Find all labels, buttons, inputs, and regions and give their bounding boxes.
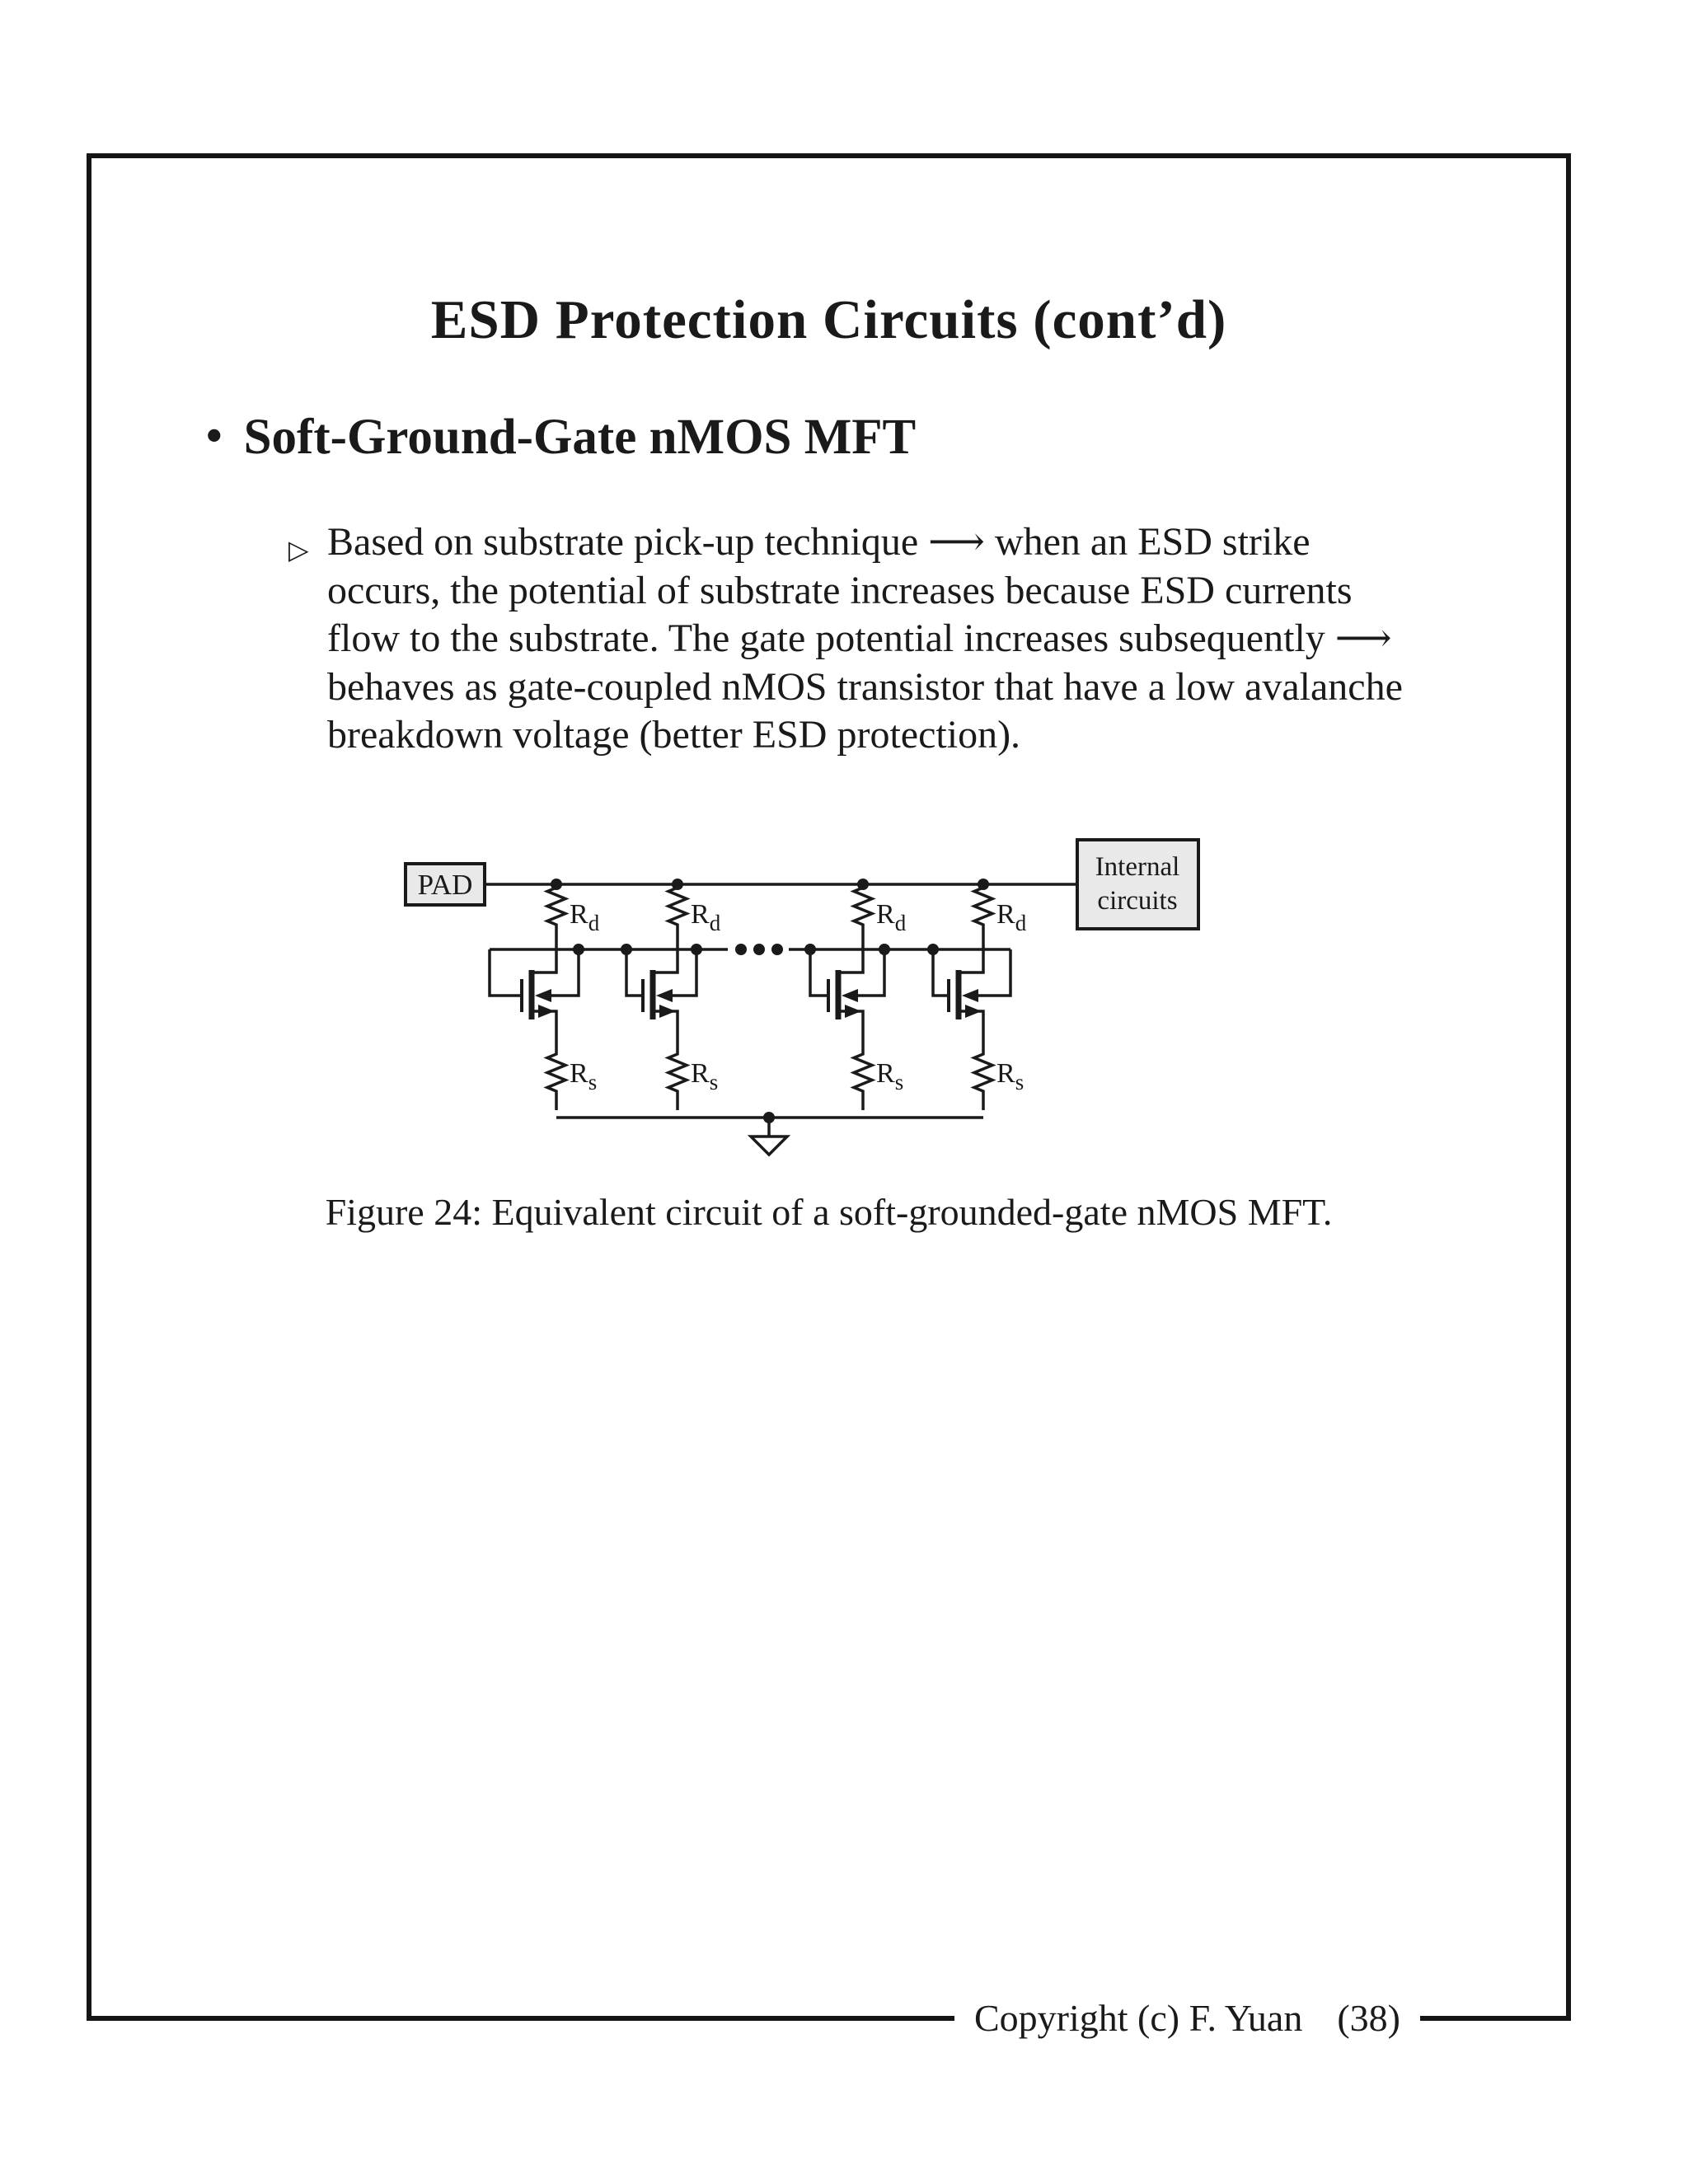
ellipsis-dots: [735, 944, 783, 955]
bullet-heading: • Soft-Ground-Gate nMOS MFT: [206, 409, 916, 466]
paragraph-line: breakdown voltage (better ESD protection…: [327, 713, 1021, 757]
drain-wire: [839, 932, 865, 974]
gate-wire: [931, 949, 947, 997]
drain-wire: [654, 932, 679, 974]
rs-resistor-3: [850, 1051, 876, 1110]
figure-caption: Figure 24: Equivalent circuit of a soft-…: [325, 1191, 1333, 1233]
source-wire: [654, 1010, 679, 1051]
paragraph-line: occurs, the potential of substrate incre…: [327, 568, 1353, 612]
bulk-wire: [551, 949, 580, 997]
pad-label: PAD: [418, 869, 473, 901]
junction-dot: [879, 944, 890, 955]
rd-resistor-3: [850, 884, 876, 932]
rd-resistor-2: [664, 884, 691, 932]
junction-dot: [978, 879, 989, 890]
junction-dots: [551, 879, 989, 1123]
page-number: (38): [1337, 1997, 1400, 2039]
sub-bullet-triangle-marker: ▷: [288, 535, 309, 565]
source-wire: [839, 1010, 865, 1051]
ground-symbol: [747, 1118, 791, 1157]
gate-wire: [625, 949, 641, 997]
source-wire: [959, 1010, 985, 1051]
body-paragraph: Based on substrate pick-up technique ⟶ w…: [327, 518, 1403, 760]
paragraph-line: flow to the substrate. The gate potentia…: [327, 616, 1392, 661]
rs-label-4: Rs: [996, 1058, 1024, 1094]
junction-dot: [857, 879, 869, 890]
junction-dot: [804, 944, 816, 955]
rd-resistor-4: [970, 884, 996, 932]
bulk-wire: [673, 949, 698, 997]
drain-wire: [532, 932, 558, 974]
ellipsis-dot: [753, 944, 765, 955]
bulk-arrow: [656, 989, 673, 1002]
nmos-transistor-2: [625, 932, 698, 1051]
bulk-arrow: [842, 989, 858, 1002]
bulk-arrow: [535, 989, 551, 1002]
rs-label-1: Rs: [570, 1058, 597, 1094]
ellipsis-dot: [771, 944, 783, 955]
bullet-marker: •: [206, 410, 223, 462]
junction-dot: [551, 879, 562, 890]
rs-resistor-2: [664, 1051, 691, 1110]
bullet-heading-label: Soft-Ground-Gate nMOS MFT: [243, 410, 917, 465]
nmos-transistor-3: [809, 932, 886, 1051]
rs-resistors: Rs Rs Rs Rs: [543, 1051, 1024, 1110]
ellipsis-dot: [735, 944, 747, 955]
junction-dot: [691, 944, 702, 955]
bulk-arrow: [962, 989, 978, 1002]
slide-title: ESD Protection Circuits (cont’d): [430, 289, 1227, 350]
nmos-transistor-4: [931, 932, 1012, 1051]
rd-label-3: Rd: [876, 899, 907, 935]
internal-circuits-label-line2: circuits: [1097, 886, 1177, 916]
junction-dot: [621, 944, 632, 955]
ground-triangle: [747, 1135, 791, 1157]
junction-dot: [573, 944, 584, 955]
pad-box: PAD: [404, 862, 486, 907]
source-wire: [532, 1010, 558, 1051]
internal-circuits-label-line1: Internal: [1095, 852, 1180, 882]
slide-border-frame: [87, 153, 1571, 2021]
rs-resistor-1: [543, 1051, 570, 1110]
rd-label-4: Rd: [996, 899, 1027, 935]
internal-circuits-box: Internal circuits: [1076, 838, 1200, 930]
junction-dot: [927, 944, 939, 955]
paragraph-line: Based on substrate pick-up technique ⟶ w…: [327, 520, 1311, 564]
circuit-diagram: PAD Internal circuits Rd Rd Rd Rd Rs Rs: [404, 838, 1200, 1157]
drain-wire: [959, 932, 985, 974]
rd-label-2: Rd: [691, 899, 721, 935]
rd-label-1: Rd: [570, 899, 600, 935]
rd-resistors: Rd Rd Rd Rd: [543, 884, 1027, 935]
rd-resistor-1: [543, 884, 570, 932]
copyright-text: Copyright (c) F. Yuan: [974, 1997, 1303, 2039]
bulk-wire: [978, 949, 1012, 997]
source-arrow: [845, 1005, 861, 1018]
rs-label-3: Rs: [876, 1058, 903, 1094]
rs-resistor-4: [970, 1051, 996, 1110]
junction-dot: [672, 879, 683, 890]
rs-label-2: Rs: [691, 1058, 718, 1094]
bulk-wire: [858, 949, 886, 997]
source-arrow: [659, 1005, 676, 1018]
footer: Copyright (c) F. Yuan (38): [954, 1996, 1420, 2041]
gate-wire: [488, 949, 520, 997]
gate-wire: [809, 949, 827, 997]
source-arrow: [538, 1005, 555, 1018]
nmos-transistor-1: [488, 932, 580, 1051]
source-arrow: [965, 1005, 982, 1018]
paragraph-line: behaves as gate-coupled nMOS transistor …: [327, 664, 1403, 709]
